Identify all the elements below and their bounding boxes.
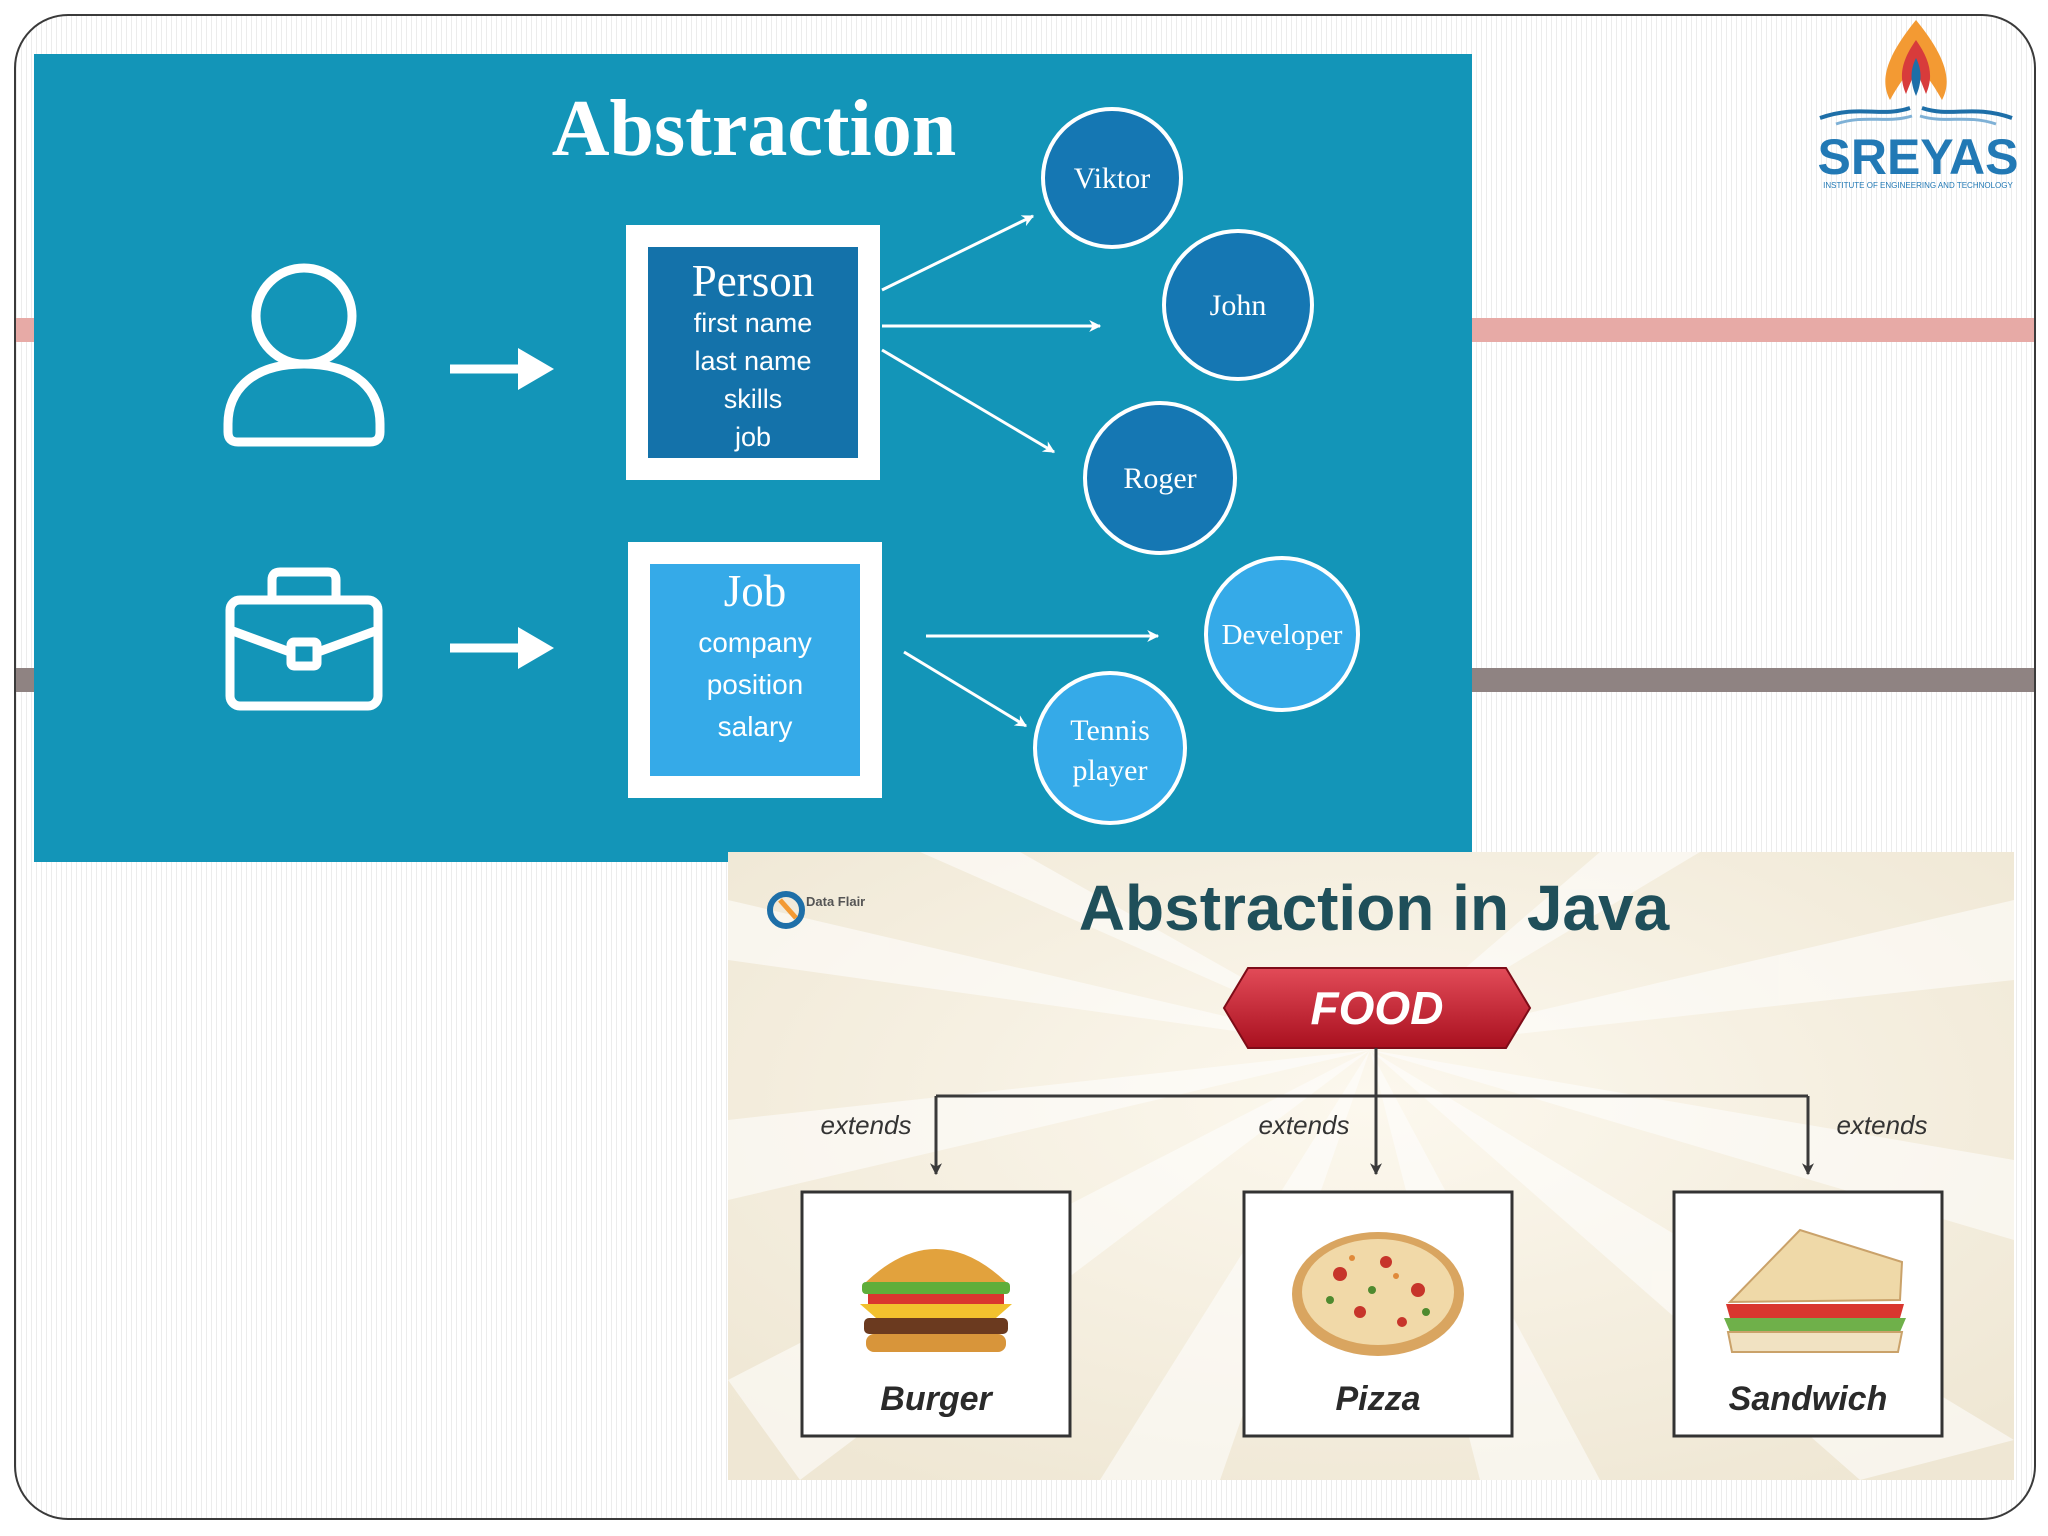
- person-field: first name: [694, 308, 813, 338]
- job-field: salary: [718, 711, 793, 742]
- person-icon: [223, 263, 385, 447]
- svg-text:John: John: [1210, 289, 1267, 322]
- instance-circle-roger: Roger: [1083, 401, 1237, 555]
- instance-arrows: [881, 214, 1160, 728]
- dataflair-logo: Data Flair: [767, 891, 865, 929]
- instance-circle-viktor: Viktor: [1041, 107, 1183, 249]
- java-abstraction-panel: Data Flair Abstraction in Java FOOD exte…: [728, 852, 2014, 1480]
- arrow-right-icon: [450, 627, 554, 669]
- pizza-icon: [1292, 1232, 1464, 1356]
- arrow-to-roger: [881, 348, 1056, 454]
- instance-circle-developer: Developer: [1204, 556, 1360, 712]
- abstraction-panel: Abstraction Person first name last name …: [34, 54, 1472, 862]
- svg-text:Tennis: Tennis: [1070, 714, 1150, 747]
- job-field: position: [707, 669, 804, 700]
- sreyas-logo: SREYAS INSTITUTE OF ENGINEERING AND TECH…: [1817, 20, 2019, 190]
- panel1-title: Abstraction: [552, 85, 956, 173]
- hierarchy-lines: [930, 1048, 1814, 1176]
- briefcase-icon: [225, 567, 383, 711]
- flame-icon: [1819, 20, 2013, 126]
- burger-label: Burger: [880, 1380, 993, 1418]
- svg-text:Developer: Developer: [1222, 619, 1343, 651]
- burger-card: Burger: [800, 1190, 1072, 1438]
- logo-text: SREYAS: [1817, 129, 2018, 185]
- panel2-title: Abstraction in Java: [1079, 872, 1670, 944]
- sandwich-label: Sandwich: [1729, 1380, 1888, 1418]
- extends-label: extends: [820, 1110, 911, 1140]
- sandwich-icon: [1724, 1228, 1906, 1353]
- job-box: Job company position salary: [628, 542, 882, 798]
- person-box-title: Person: [692, 256, 815, 306]
- person-field: job: [734, 422, 771, 452]
- brand-text: Data Flair: [806, 894, 865, 909]
- food-badge: FOOD: [1222, 967, 1532, 1049]
- arrow-right-icon: [450, 348, 554, 390]
- arrow-to-viktor: [881, 214, 1035, 292]
- arrow-to-tennis-player: [903, 650, 1028, 728]
- svg-text:player: player: [1073, 754, 1148, 787]
- instance-circle-john: John: [1162, 229, 1314, 381]
- person-box: Person first name last name skills job: [626, 225, 880, 480]
- person-field: skills: [724, 384, 783, 414]
- logo-tagline: INSTITUTE OF ENGINEERING AND TECHNOLOGY: [1823, 181, 2013, 190]
- svg-text:Viktor: Viktor: [1074, 162, 1151, 195]
- job-field: company: [698, 627, 812, 658]
- food-label: FOOD: [1311, 982, 1444, 1034]
- sandwich-card: Sandwich: [1672, 1190, 1944, 1438]
- extends-label: extends: [1836, 1110, 1927, 1140]
- svg-text:Roger: Roger: [1123, 462, 1196, 495]
- burger-icon: [860, 1249, 1012, 1352]
- pizza-card: Pizza: [1242, 1190, 1514, 1438]
- instance-circle-tennis-player: Tennis player: [1033, 671, 1187, 825]
- extends-label: extends: [1258, 1110, 1349, 1140]
- job-box-title: Job: [724, 566, 787, 616]
- person-field: last name: [694, 346, 811, 376]
- pizza-label: Pizza: [1335, 1380, 1420, 1418]
